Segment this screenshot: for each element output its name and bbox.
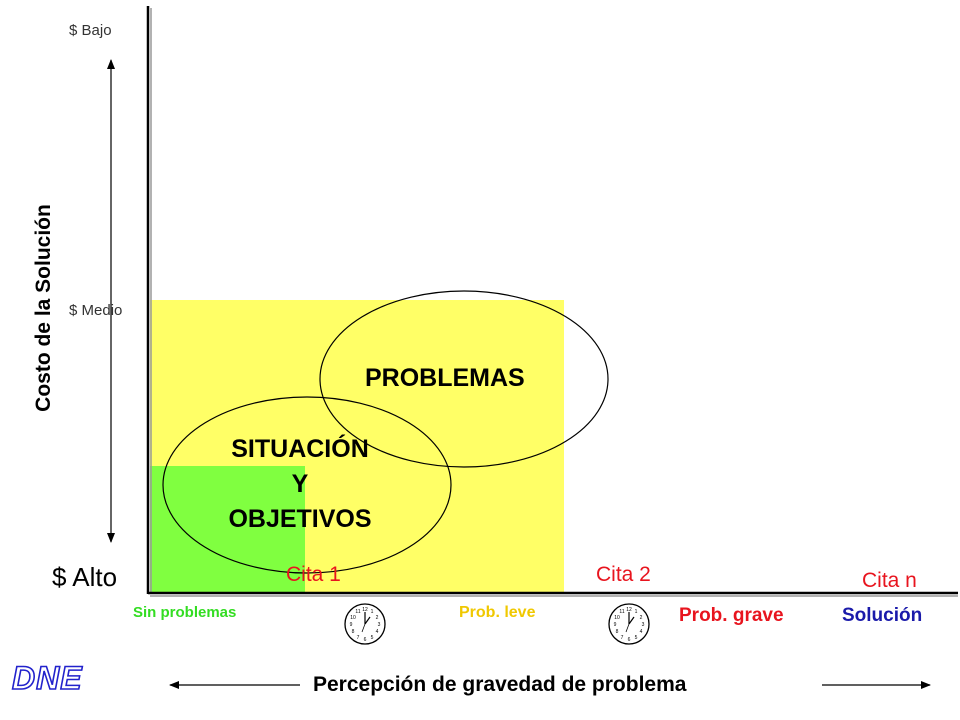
svg-text:2: 2 bbox=[376, 615, 379, 621]
svg-text:7: 7 bbox=[357, 635, 360, 641]
appointment-1-label: Cita 1 bbox=[286, 563, 341, 586]
category-solution: Solución bbox=[842, 605, 923, 626]
cost-high-label: $ Alto bbox=[52, 562, 118, 592]
situation-line-3: OBJETIVOS bbox=[228, 505, 372, 533]
svg-text:4: 4 bbox=[640, 629, 643, 635]
category-severe-problem: Prob. grave bbox=[679, 605, 784, 626]
situation-line-1: SITUACIÓN bbox=[231, 435, 369, 463]
x-axis-title: Percepción de gravedad de problema bbox=[313, 673, 687, 696]
svg-text:8: 8 bbox=[352, 629, 355, 635]
svg-text:5: 5 bbox=[635, 635, 638, 641]
cost-low-label: $ Bajo bbox=[69, 22, 112, 39]
svg-text:8: 8 bbox=[616, 629, 619, 635]
svg-text:1: 1 bbox=[371, 609, 374, 615]
svg-text:9: 9 bbox=[614, 622, 617, 628]
svg-text:3: 3 bbox=[642, 622, 645, 628]
svg-text:12: 12 bbox=[362, 607, 368, 613]
situation-line-2: Y bbox=[291, 470, 309, 498]
problems-ellipse bbox=[319, 290, 609, 468]
svg-text:1: 1 bbox=[635, 609, 638, 615]
svg-text:5: 5 bbox=[371, 635, 374, 641]
situation-objectives-label: SITUACIÓN Y OBJETIVOS bbox=[190, 432, 410, 537]
appointment-2-label: Cita 2 bbox=[596, 563, 651, 586]
category-mild-problem: Prob. leve bbox=[459, 604, 536, 621]
cost-medium-label: $ Medio bbox=[69, 302, 123, 319]
situation-ellipse bbox=[162, 396, 452, 574]
svg-text:11: 11 bbox=[619, 609, 624, 615]
svg-text:7: 7 bbox=[621, 635, 624, 641]
svg-text:6: 6 bbox=[364, 637, 367, 643]
svg-text:10: 10 bbox=[614, 615, 620, 621]
problems-label: PROBLEMAS bbox=[365, 364, 525, 392]
svg-text:9: 9 bbox=[350, 622, 353, 628]
svg-text:6: 6 bbox=[628, 637, 631, 643]
svg-text:3: 3 bbox=[378, 622, 381, 628]
svg-text:11: 11 bbox=[355, 609, 360, 615]
dne-logo: DNE bbox=[11, 659, 83, 697]
svg-text:12: 12 bbox=[626, 607, 632, 613]
svg-text:10: 10 bbox=[350, 615, 356, 621]
category-no-problems: Sin problemas bbox=[133, 604, 237, 621]
svg-text:4: 4 bbox=[376, 629, 379, 635]
y-axis-title: Costo de la Solución bbox=[32, 204, 55, 412]
svg-text:2: 2 bbox=[640, 615, 643, 621]
appointment-n-label: Cita n bbox=[862, 569, 917, 592]
